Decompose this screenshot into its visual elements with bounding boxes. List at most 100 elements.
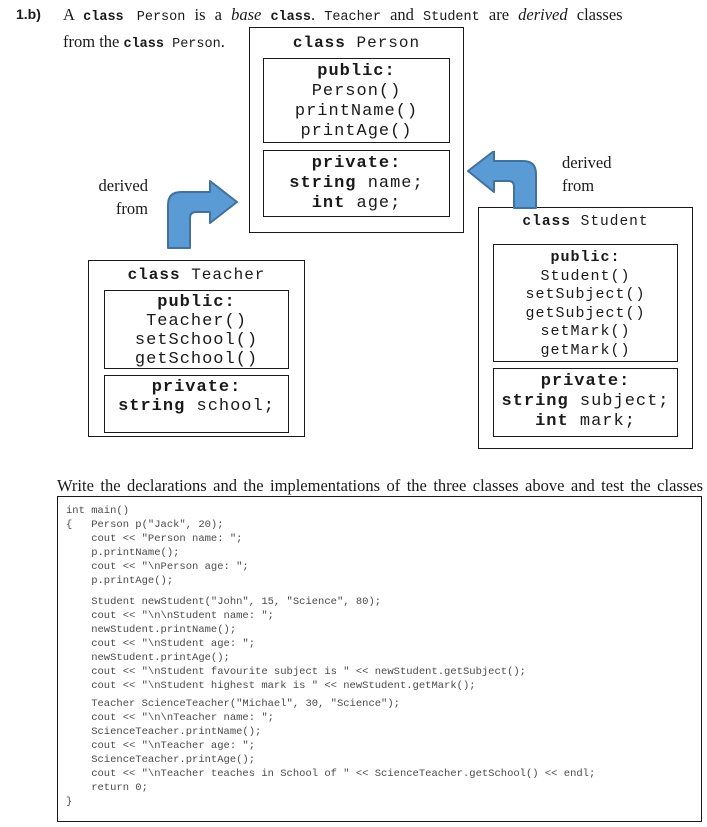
code-line: cout << "\nPerson age: "; bbox=[66, 561, 249, 573]
private-label: private: bbox=[151, 378, 242, 397]
label-line: derived bbox=[98, 176, 148, 195]
method-item: getMark() bbox=[540, 341, 631, 359]
public-label: public: bbox=[317, 62, 396, 81]
person-private-section: private: string name; int age; bbox=[263, 150, 450, 217]
code-line: Student newStudent("John", 15, "Science"… bbox=[66, 596, 382, 608]
code-line: Teacher ScienceTeacher("Michael", 30, "S… bbox=[66, 698, 400, 710]
label-line: from bbox=[562, 176, 595, 195]
student-private-section: private: string subject; int mark; bbox=[493, 368, 678, 437]
student-public-section: public: Student() setSubject() getSubjec… bbox=[493, 244, 678, 362]
intro-line-2: from the class Person. bbox=[63, 30, 663, 57]
code-line: cout << "\nTeacher teaches in School of … bbox=[66, 768, 596, 780]
attribute-name: subject; bbox=[568, 392, 670, 411]
intro-text-segment: from the bbox=[63, 32, 124, 51]
code-line: p.printName(); bbox=[66, 547, 180, 559]
method-item: setSchool() bbox=[134, 331, 259, 350]
attribute-item: string subject; bbox=[494, 392, 677, 412]
method-item: setMark() bbox=[540, 323, 631, 340]
attribute-name: age; bbox=[345, 194, 402, 213]
code-line: } bbox=[66, 796, 73, 808]
class-name: Student bbox=[570, 214, 649, 230]
derived-from-label-right: derived from bbox=[562, 151, 611, 197]
code-line: cout << "\n\nTeacher name: "; bbox=[66, 712, 274, 724]
student-class-title: class Student bbox=[479, 208, 692, 230]
intro-text-segment: . bbox=[220, 32, 225, 51]
method-item: Teacher() bbox=[146, 312, 247, 331]
intro-text-segment: class bbox=[270, 10, 311, 25]
driver-program-code-block: int main() { Person p("Jack", 20); cout … bbox=[57, 496, 702, 822]
attribute-item: int mark; bbox=[494, 412, 677, 432]
code-line: newStudent.printName(); bbox=[66, 624, 237, 636]
class-keyword: class bbox=[292, 34, 346, 52]
derived-from-arrow-left-icon bbox=[167, 180, 238, 249]
question-number: 1.b) bbox=[16, 6, 41, 22]
code-line: ScienceTeacher.printAge(); bbox=[66, 754, 256, 766]
intro-text-segment: Person bbox=[164, 37, 221, 52]
label-line: derived bbox=[562, 153, 612, 172]
method-item: Person() bbox=[311, 82, 402, 101]
class-keyword: class bbox=[127, 266, 181, 284]
attribute-item: int age; bbox=[264, 194, 449, 214]
code-line: ScienceTeacher.printName(); bbox=[66, 726, 262, 738]
method-item: printName() bbox=[294, 102, 419, 121]
person-class-title: class Person bbox=[250, 28, 463, 52]
code-line: int main() bbox=[66, 505, 130, 517]
method-item: setSubject() bbox=[525, 286, 646, 303]
teacher-private-section: private: string school; bbox=[104, 375, 289, 433]
intro-text-segment: derived bbox=[518, 5, 568, 24]
intro-text-segment: . bbox=[310, 5, 325, 24]
teacher-class-title: class Teacher bbox=[89, 261, 304, 284]
person-class-box: class Person public: Person() printName(… bbox=[249, 27, 464, 233]
label-line: from bbox=[115, 199, 148, 218]
intro-text-segment: Person bbox=[123, 10, 186, 25]
method-item: getSchool() bbox=[134, 350, 259, 369]
intro-text-segment: class bbox=[83, 10, 124, 25]
teacher-public-section: public: Teacher() setSchool() getSchool(… bbox=[104, 290, 289, 369]
class-name: Person bbox=[345, 34, 421, 52]
code-line: cout << "\nTeacher age: "; bbox=[66, 740, 256, 752]
teacher-class-box: class Teacher public: Teacher() setSchoo… bbox=[88, 260, 305, 437]
code-line: newStudent.printAge(); bbox=[66, 652, 230, 664]
intro-text-segment: classes bbox=[567, 5, 623, 24]
code-line: cout << "\nStudent highest mark is " << … bbox=[66, 680, 476, 692]
private-label: private: bbox=[311, 154, 402, 173]
intro-text-segment: base bbox=[231, 5, 262, 24]
class-name: Teacher bbox=[180, 266, 266, 284]
code-line: p.printAge(); bbox=[66, 575, 174, 587]
code-line: { Person p("Jack", 20); bbox=[66, 519, 224, 531]
attribute-name: name; bbox=[356, 174, 424, 193]
attribute-name: school; bbox=[185, 397, 275, 416]
type-keyword: int bbox=[311, 194, 346, 213]
code-line: cout << "\n\nStudent name: "; bbox=[66, 610, 274, 622]
private-label: private: bbox=[540, 372, 631, 391]
intro-paragraph: A class Person is a base class. Teacher … bbox=[63, 3, 663, 57]
public-label: public: bbox=[550, 249, 621, 266]
intro-text-segment: and bbox=[380, 5, 424, 24]
code-line: return 0; bbox=[66, 782, 148, 794]
attribute-item: string name; bbox=[264, 174, 449, 194]
intro-line-1: A class Person is a base class. Teacher … bbox=[63, 3, 663, 30]
code-line: cout << "\nStudent favourite subject is … bbox=[66, 666, 526, 678]
method-item: getSubject() bbox=[525, 304, 646, 322]
type-keyword: string bbox=[118, 397, 186, 416]
method-item: Student() bbox=[540, 267, 631, 285]
intro-text-segment: Student bbox=[423, 10, 480, 25]
intro-text-segment: is a bbox=[185, 5, 232, 24]
intro-text-segment: are bbox=[479, 5, 519, 24]
code-line: cout << "\nStudent age: "; bbox=[66, 638, 256, 650]
class-keyword: class bbox=[522, 214, 571, 230]
intro-text-segment: A bbox=[63, 5, 84, 24]
attribute-item: string school; bbox=[105, 397, 288, 416]
type-keyword: int bbox=[535, 412, 569, 431]
intro-text-segment: Teacher bbox=[324, 10, 381, 25]
method-item: printAge() bbox=[300, 122, 413, 141]
type-keyword: string bbox=[501, 392, 569, 411]
code-line: cout << "Person name: "; bbox=[66, 533, 243, 545]
student-class-box: class Student public: Student() setSubje… bbox=[478, 207, 693, 449]
type-keyword: string bbox=[289, 174, 357, 193]
derived-from-arrow-right-icon bbox=[467, 151, 537, 209]
derived-from-label-left: derived from bbox=[88, 174, 148, 220]
intro-text-segment: class bbox=[123, 37, 164, 52]
person-public-section: public: Person() printName() printAge() bbox=[263, 58, 450, 143]
